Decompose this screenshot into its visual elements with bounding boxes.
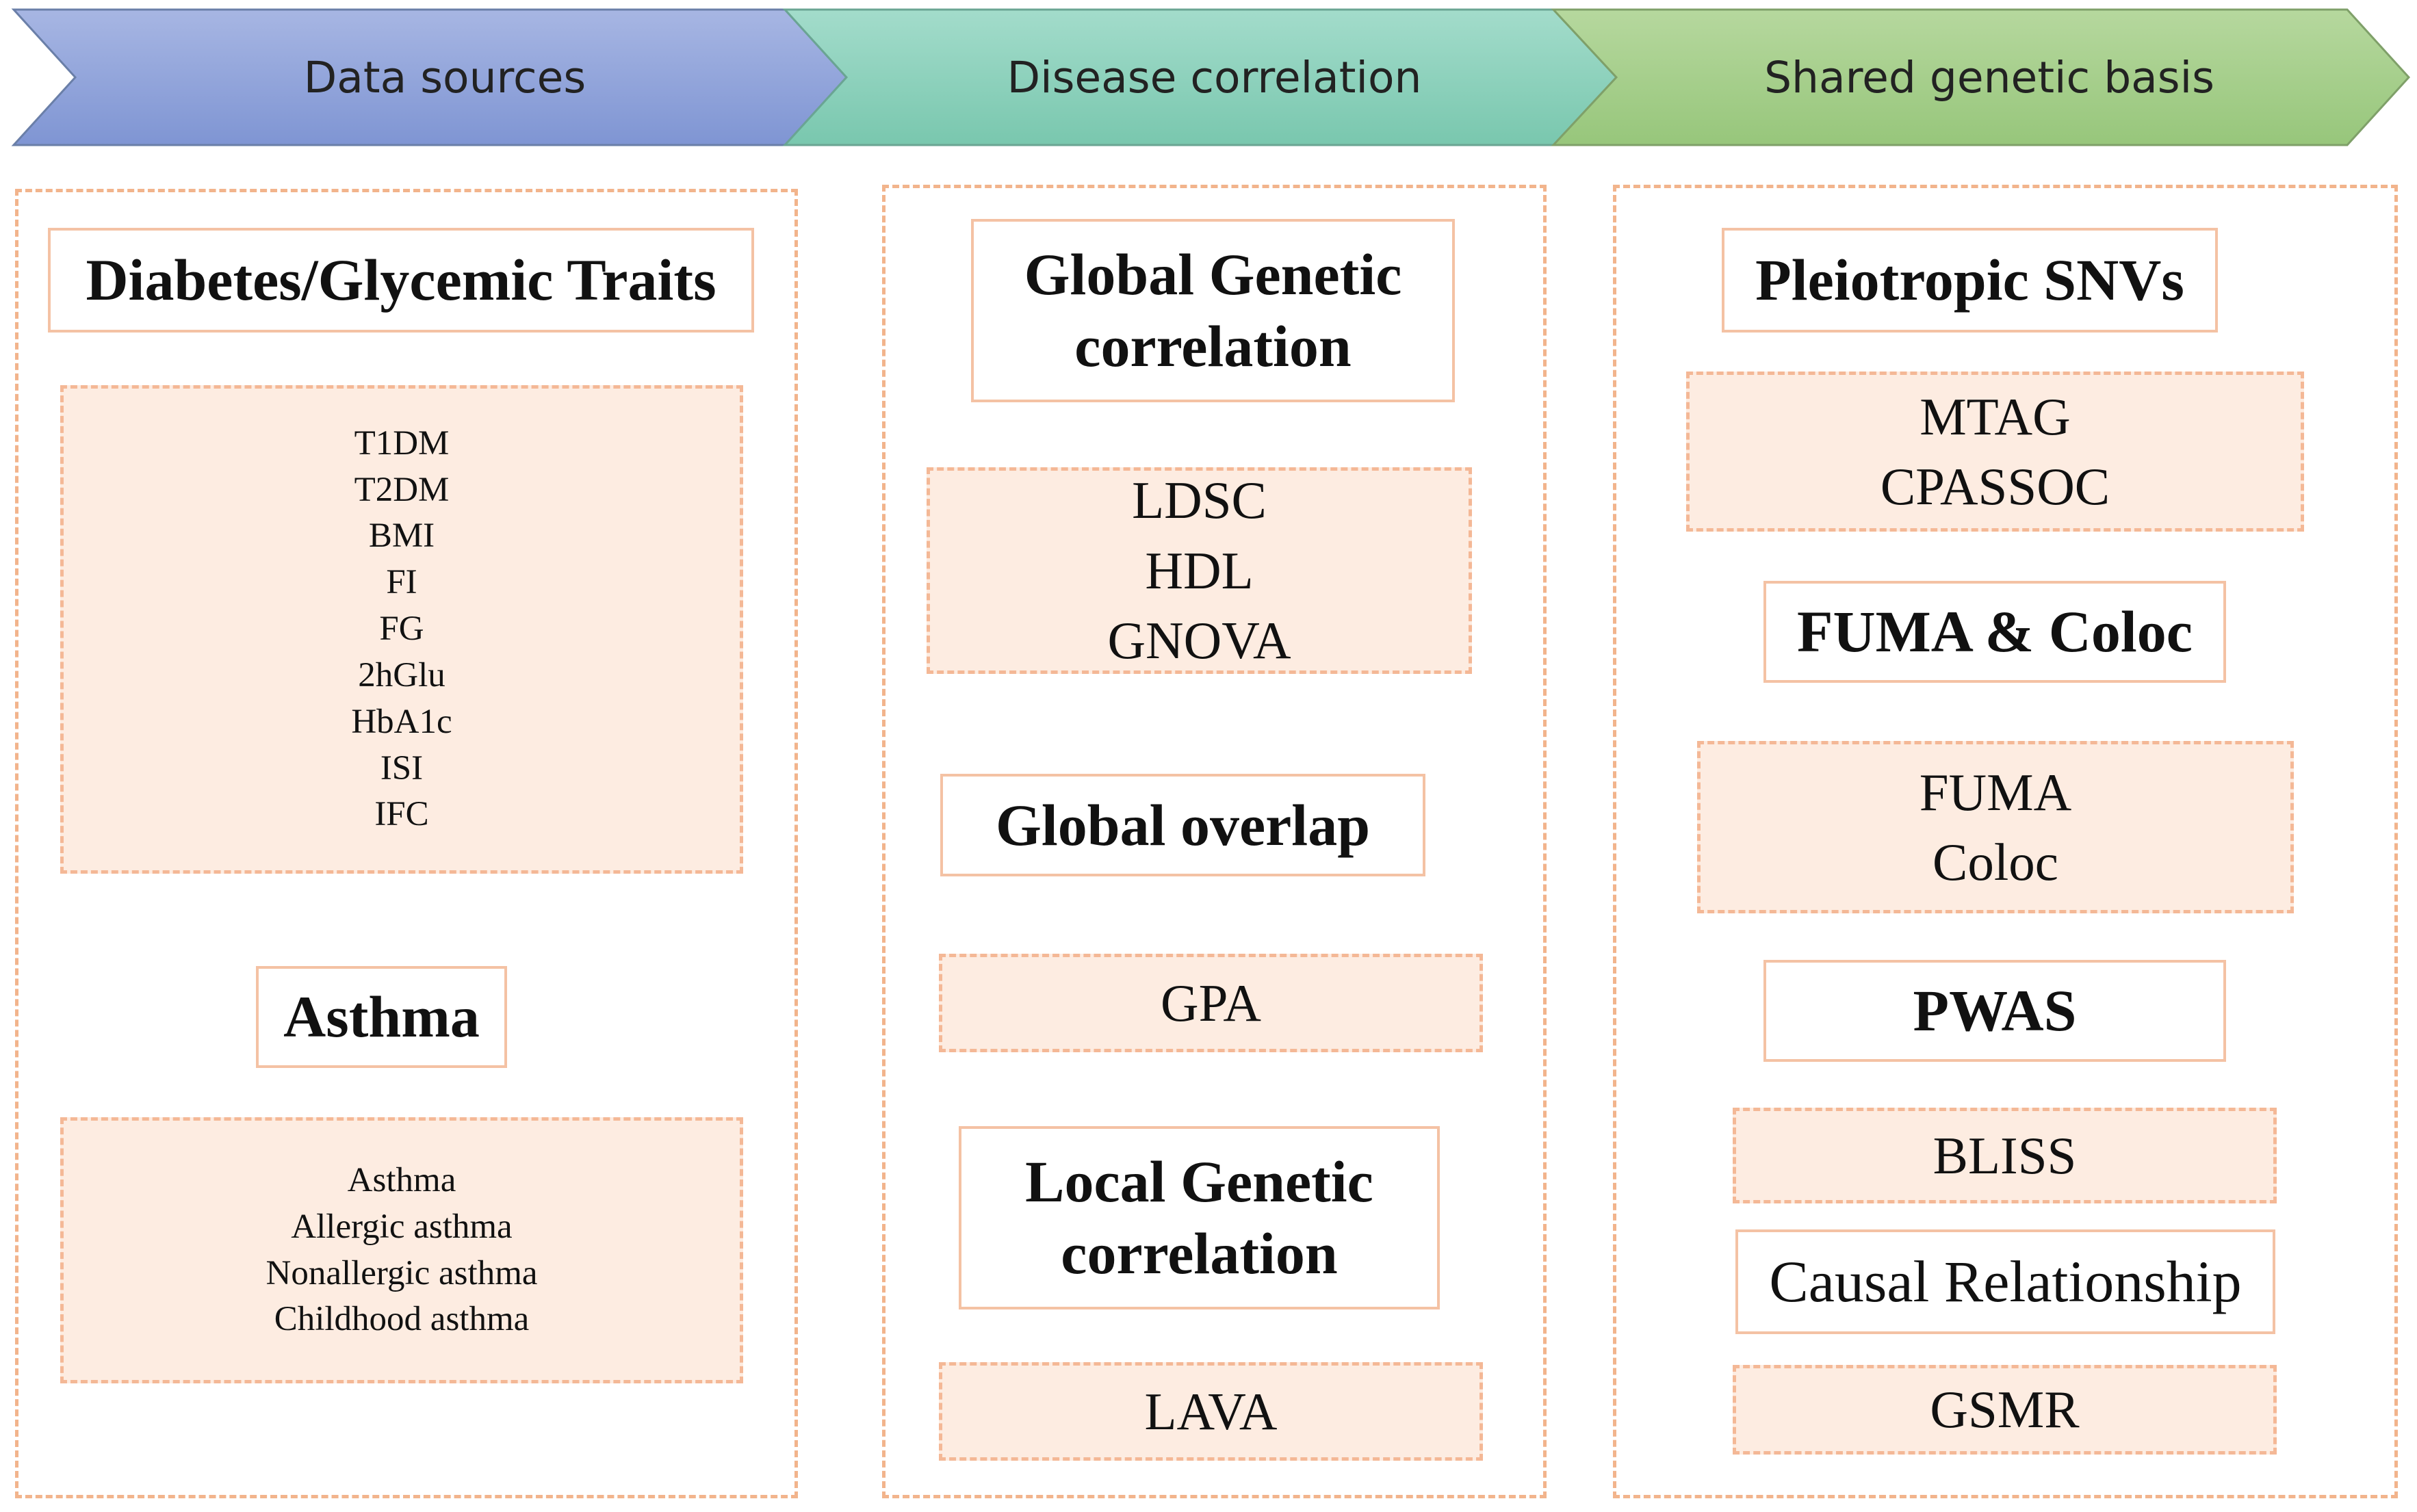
list-item: Allergic asthma (291, 1207, 513, 1246)
list-item: FI (386, 563, 417, 602)
list-item: IFC (374, 795, 429, 834)
pleiotropic-methods: MTAG CPASSOC (1686, 372, 2304, 532)
diabetes-title: Diabetes/Glycemic Traits (48, 228, 754, 333)
local-gc-methods: LAVA (939, 1362, 1483, 1461)
pwas-title: PWAS (1763, 960, 2226, 1062)
causal-relationship-title: Causal Relationship (1735, 1229, 2275, 1334)
list-item: Nonallergic asthma (266, 1253, 538, 1292)
pwas-methods: BLISS (1733, 1108, 2277, 1203)
pleiotropic-snvs-title: Pleiotropic SNVs (1722, 228, 2218, 333)
method-label: GNOVA (1107, 611, 1291, 670)
causal-methods: GSMR (1733, 1365, 2277, 1455)
list-item: Childhood asthma (274, 1300, 530, 1339)
method-label: CPASSOC (1880, 457, 2110, 516)
method-label: LAVA (1144, 1381, 1278, 1441)
stage-label-disease-correlation: Disease correlation (1007, 52, 1422, 103)
global-overlap-title: Global overlap (940, 774, 1425, 876)
method-label: MTAG (1920, 387, 2071, 446)
method-label: HDL (1145, 540, 1254, 600)
column-shared-genetic-basis (1613, 185, 2398, 1498)
local-genetic-correlation-title: Local Genetic correlation (959, 1126, 1440, 1309)
diabetes-trait-list: T1DM T2DM BMI FI FG 2hGlu HbA1c ISI IFC (60, 385, 743, 874)
global-genetic-correlation-title: Global Genetic correlation (971, 219, 1455, 402)
stage-label-data-sources: Data sources (303, 52, 586, 103)
method-label: GPA (1161, 973, 1261, 1032)
method-label: FUMA (1919, 762, 2072, 822)
global-overlap-methods: GPA (939, 954, 1483, 1052)
list-item: HbA1c (351, 702, 452, 741)
global-gc-methods: LDSC HDL GNOVA (927, 467, 1472, 674)
method-label: Coloc (1933, 833, 2058, 891)
list-item: 2hGlu (358, 655, 445, 694)
list-item: ISI (380, 748, 424, 787)
fuma-coloc-methods: FUMA Coloc (1697, 741, 2294, 913)
stage-arrow-3 (1551, 8, 2411, 146)
list-item: T2DM (354, 470, 450, 509)
list-item: FG (379, 610, 424, 649)
list-item: Asthma (347, 1160, 456, 1199)
asthma-trait-list: Asthma Allergic asthma Nonallergic asthm… (60, 1117, 743, 1383)
stage-arrows (11, 8, 2411, 146)
fuma-coloc-title: FUMA & Coloc (1763, 581, 2226, 683)
method-label: GSMR (1930, 1380, 2080, 1439)
column-data-sources (15, 189, 798, 1498)
method-label: LDSC (1132, 471, 1267, 530)
list-item: T1DM (354, 423, 450, 462)
method-label: BLISS (1933, 1125, 2077, 1185)
stage-label-shared-genetic-basis: Shared genetic basis (1764, 52, 2214, 103)
asthma-title: Asthma (256, 966, 507, 1068)
column-disease-correlation (882, 185, 1547, 1498)
list-item: BMI (368, 517, 435, 556)
